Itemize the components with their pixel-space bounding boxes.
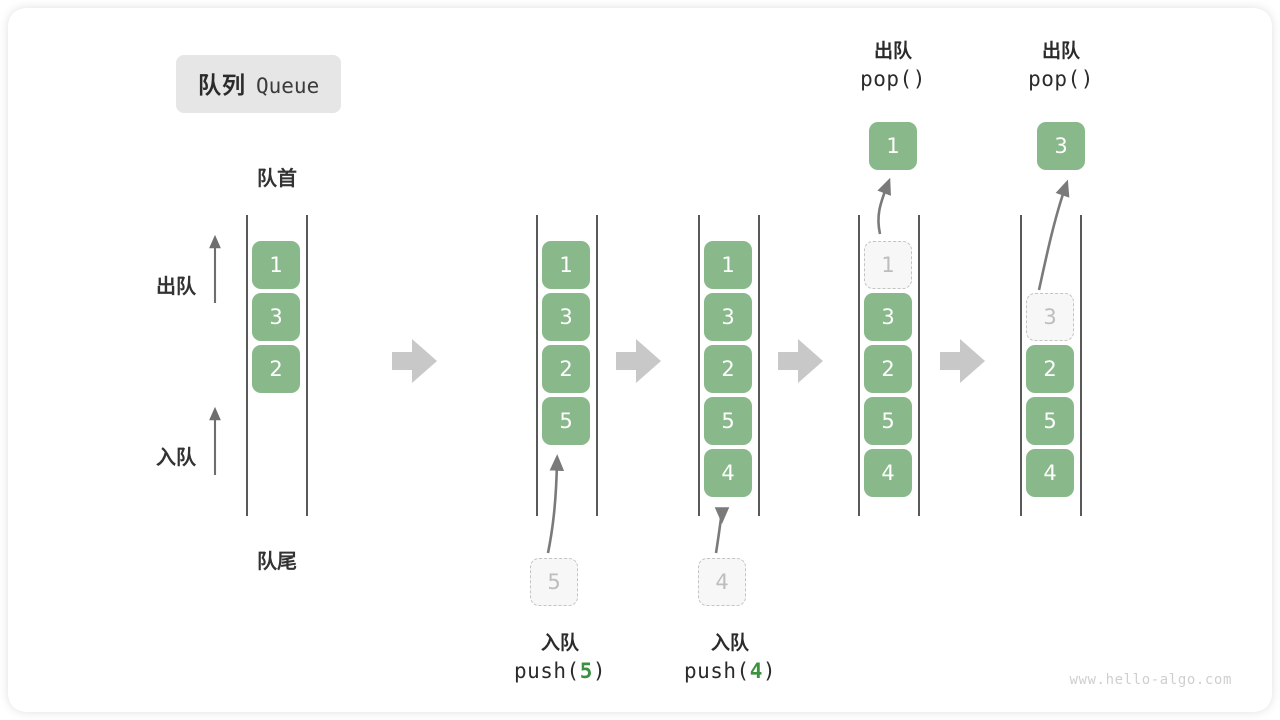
queue-cell: 2: [864, 345, 912, 393]
queue-cell: 1: [704, 241, 752, 289]
caption-code: pop(): [813, 67, 973, 91]
title-en: Queue: [256, 74, 320, 98]
code-suffix: ): [592, 659, 607, 683]
push-5-arrow: [546, 454, 565, 554]
queue-cell: 3: [704, 293, 752, 341]
code-prefix: pop(: [1028, 67, 1081, 91]
queue-cell: 3: [252, 293, 300, 341]
title-cn: 队列: [198, 72, 246, 98]
queue-cell: 1: [252, 241, 300, 289]
label-dequeue: 出队: [156, 274, 196, 298]
queue-cell: 2: [252, 345, 300, 393]
diagram-card: 队列 Queue 队首 队尾 出队 入队 1 3 2 1 3 2 5 5 入队 …: [8, 8, 1272, 712]
arrows-overlay: [209, 177, 1070, 554]
queue-cell-ghost: 1: [864, 241, 912, 289]
label-enqueue: 入队: [156, 445, 196, 469]
code-suffix: ): [762, 659, 777, 683]
rail-left-stage-2: [536, 215, 538, 516]
queue-cell: 4: [704, 449, 752, 497]
rail-right-stage-5: [1080, 215, 1082, 516]
queue-cell: 3: [864, 293, 912, 341]
rail-right-stage-1: [306, 215, 308, 516]
queue-cell: 4: [864, 449, 912, 497]
queue-cell: 3: [542, 293, 590, 341]
watermark: www.hello-algo.com: [1069, 672, 1232, 688]
pop-3-arrow: [1037, 179, 1070, 291]
caption-cn: 出队: [1041, 40, 1080, 62]
queue-cell: 5: [542, 397, 590, 445]
diagram-title: 队列 Queue: [176, 55, 342, 113]
incoming-ghost-cell: 4: [698, 558, 746, 606]
rail-right-stage-2: [596, 215, 598, 516]
queue-cell: 5: [864, 397, 912, 445]
caption-cn: 入队: [710, 632, 749, 654]
code-suffix: ): [1080, 67, 1094, 91]
queue-cell: 1: [542, 241, 590, 289]
rail-right-stage-3: [758, 215, 760, 516]
rail-left-stage-5: [1020, 215, 1022, 516]
step-arrow: [616, 339, 661, 383]
label-front: 队首: [257, 166, 297, 190]
incoming-ghost-cell: 5: [530, 558, 578, 606]
label-rear: 队尾: [257, 549, 297, 573]
rail-left-stage-3: [698, 215, 700, 516]
queue-cell: 5: [704, 397, 752, 445]
caption-cn: 出队: [873, 40, 912, 62]
push-4-arrow: [714, 507, 730, 554]
code-prefix: push(: [513, 659, 580, 683]
queue-cell: 2: [704, 345, 752, 393]
caption-cn: 入队: [540, 632, 579, 654]
caption-code: push(5): [460, 659, 660, 683]
outgoing-cell: 3: [1037, 122, 1085, 170]
queue-cell: 2: [542, 345, 590, 393]
step-arrow: [778, 339, 823, 383]
code-suffix: ): [912, 67, 926, 91]
caption-push-4: 入队 push(4): [630, 628, 830, 683]
queue-cell: 5: [1026, 397, 1074, 445]
pop-1-arrow: [877, 177, 891, 235]
caption-push-5: 入队 push(5): [460, 628, 660, 683]
queue-cell: 4: [1026, 449, 1074, 497]
code-number: 5: [579, 659, 593, 683]
rail-right-stage-4: [918, 215, 920, 516]
outgoing-cell: 1: [869, 122, 917, 170]
caption-pop-1: 出队 pop(): [813, 36, 973, 91]
code-prefix: pop(: [860, 67, 913, 91]
rail-left-stage-1: [246, 215, 248, 516]
code-prefix: push(: [683, 659, 750, 683]
rail-left-stage-4: [858, 215, 860, 516]
queue-cell: 2: [1026, 345, 1074, 393]
queue-cell-ghost: 3: [1026, 293, 1074, 341]
caption-code: pop(): [981, 67, 1141, 91]
step-arrow: [940, 339, 985, 383]
code-number: 4: [749, 659, 763, 683]
step-arrow: [392, 339, 437, 383]
caption-code: push(4): [630, 659, 830, 683]
caption-pop-3: 出队 pop(): [981, 36, 1141, 91]
